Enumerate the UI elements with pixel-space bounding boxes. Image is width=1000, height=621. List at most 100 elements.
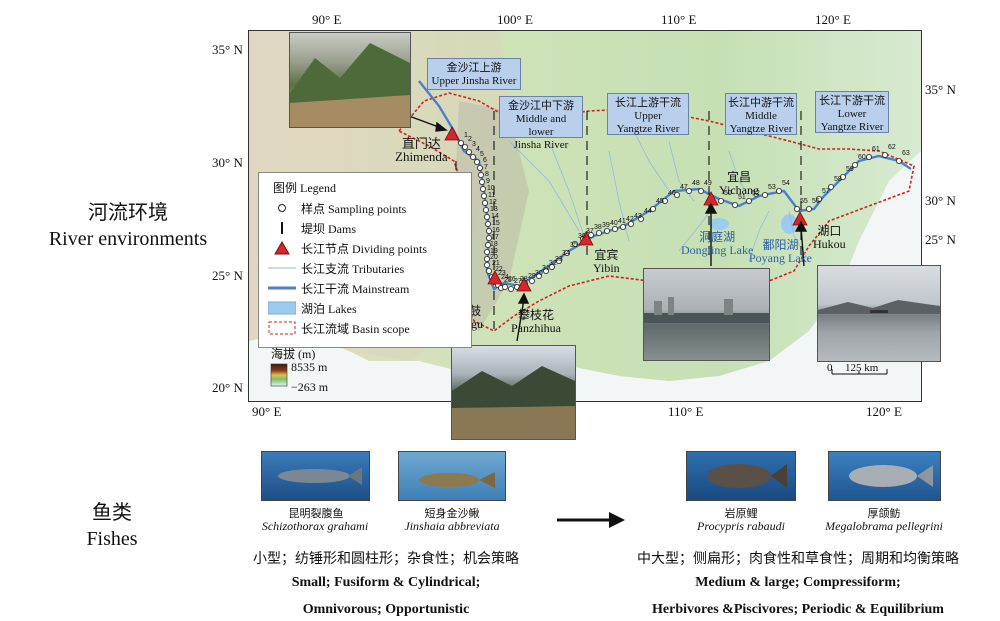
node-label-panzhihua: 攀枝花 Panzhihua xyxy=(511,308,561,335)
sampling-point xyxy=(828,183,835,190)
site-number-label: 35 xyxy=(570,242,578,249)
fish-name-cn-schizothorax: 昆明裂腹鱼 xyxy=(288,508,344,520)
section-upper-jinsha: 金沙江上游 Upper Jinsha River xyxy=(427,58,521,90)
sampling-point xyxy=(479,185,486,192)
sampling-point xyxy=(866,154,873,161)
dongting-lake xyxy=(709,218,729,230)
legend-item-dividing: 长江节点 Dividing points xyxy=(267,239,427,257)
mainstream-line-icon xyxy=(267,281,297,295)
sampling-point xyxy=(896,158,903,165)
sampling-point xyxy=(595,229,602,236)
lon-tick-bottom-90: 90° E xyxy=(252,404,282,419)
sampling-point xyxy=(794,205,801,212)
sampling-point xyxy=(483,213,490,220)
site-number-label: 16 xyxy=(492,227,500,234)
panzhihua-triangle xyxy=(516,277,532,292)
sampling-point xyxy=(627,220,634,227)
basin-boundary xyxy=(397,92,915,332)
river-label-cn: 河流环境 xyxy=(88,202,168,224)
node-label-yibin: 宜宾 Yibin xyxy=(593,248,620,275)
site-number-label: 58 xyxy=(834,176,842,183)
site-number-label: 45 xyxy=(656,198,664,205)
lat-tick-right-30: 30° N xyxy=(925,193,956,208)
site-number-label: 33 xyxy=(555,256,563,263)
site-number-label: 11 xyxy=(488,192,496,199)
fish-name-latin-megalobrama: Megalobrama pellegrini xyxy=(825,519,943,533)
site-number-label: 54 xyxy=(782,180,790,187)
site-number-label: 37 xyxy=(586,228,594,235)
site-number-label: 8 xyxy=(485,171,489,178)
fish-label-cn: 鱼类 xyxy=(92,502,132,524)
fish-image-jinshaia xyxy=(398,451,506,501)
basin-boundary-icon xyxy=(267,321,297,335)
site-number-label: 39 xyxy=(602,222,610,229)
sampling-point xyxy=(637,215,644,222)
sampling-point xyxy=(480,192,487,199)
sampling-point xyxy=(697,187,704,194)
site-number-label: 1 xyxy=(464,132,468,139)
site-number-label: 56 xyxy=(812,198,820,205)
zhimenda-triangle xyxy=(444,126,460,141)
photo-arrows xyxy=(408,115,808,342)
site-number-label: 57 xyxy=(822,188,830,195)
fish-icon-megalobrama xyxy=(849,465,933,487)
photo-zhimenda xyxy=(289,32,411,128)
sampling-point xyxy=(469,154,476,161)
sampling-point xyxy=(731,201,738,208)
site-number-label: 17 xyxy=(491,234,499,241)
sampling-point xyxy=(852,161,859,168)
node-label-yichang: 宜昌 Yichang xyxy=(719,170,759,197)
site-number-label: 49 xyxy=(704,180,712,187)
photo-hukou xyxy=(817,265,941,362)
photo-zhimenda-art xyxy=(290,43,410,127)
section-lower-yangtze: 长江下游干流 Lower Yangtze River xyxy=(815,91,889,133)
section-upper-yangtze: 长江上游干流 Upper Yangtze River xyxy=(607,93,689,135)
site-number-label: 41 xyxy=(618,218,626,225)
fishes-label: 鱼类 Fishes xyxy=(32,500,192,552)
site-number-label: 50 xyxy=(724,190,732,197)
lon-tick-top-110: 110° E xyxy=(661,12,697,27)
site-number-label: 9 xyxy=(486,178,490,185)
river-label-en: River environments xyxy=(48,228,208,250)
site-number-label: 12 xyxy=(489,199,497,206)
photo-shigu xyxy=(451,345,576,440)
sampling-point xyxy=(555,257,562,264)
site-number-label: 5 xyxy=(480,151,484,158)
site-number-label: 25 xyxy=(504,277,512,284)
sampling-point xyxy=(661,197,668,204)
site-number-label: 21 xyxy=(492,260,500,267)
lake-patch-icon xyxy=(267,301,297,315)
site-number-label: 55 xyxy=(800,198,808,205)
site-number-label: 23 xyxy=(498,270,506,277)
site-number-label: 38 xyxy=(594,224,602,231)
sampling-point xyxy=(484,220,491,227)
site-number-label: 62 xyxy=(888,144,896,151)
sampling-point xyxy=(806,205,813,212)
site-number-label: 47 xyxy=(680,184,688,191)
sampling-point xyxy=(482,206,489,213)
site-number-label: 61 xyxy=(872,146,880,153)
site-number-label: 22 xyxy=(495,266,503,273)
traits-right-cn: 中大型；侧扁形；肉食性和草食性；周期和均衡策略 xyxy=(637,552,959,567)
sampling-point xyxy=(457,140,464,147)
sampling-point xyxy=(745,197,752,204)
lake-label-dongting: 洞庭湖 Dongting Lake xyxy=(681,230,754,257)
sampling-point xyxy=(501,283,508,290)
transition-arrow-icon xyxy=(557,512,625,528)
sampling-point xyxy=(611,225,618,232)
sampling-point xyxy=(776,187,783,194)
lon-tick-top-90: 90° E xyxy=(312,12,342,27)
site-number-label: 63 xyxy=(902,150,910,157)
traits-left-en1: Small; Fusiform & Cylindrical; xyxy=(291,575,481,590)
sampling-point xyxy=(483,255,490,262)
site-number-label: 51 xyxy=(738,194,746,201)
sampling-point xyxy=(481,199,488,206)
sampling-point xyxy=(478,178,485,185)
fish-image-procypris xyxy=(686,451,796,501)
sampling-point xyxy=(603,227,610,234)
lat-tick-left-25: 25° N xyxy=(212,268,243,283)
lon-tick-top-100: 100° E xyxy=(497,12,533,27)
site-number-label: 32 xyxy=(549,260,557,267)
legend-title: 图例 Legend xyxy=(273,181,336,195)
sampling-point xyxy=(461,144,468,151)
